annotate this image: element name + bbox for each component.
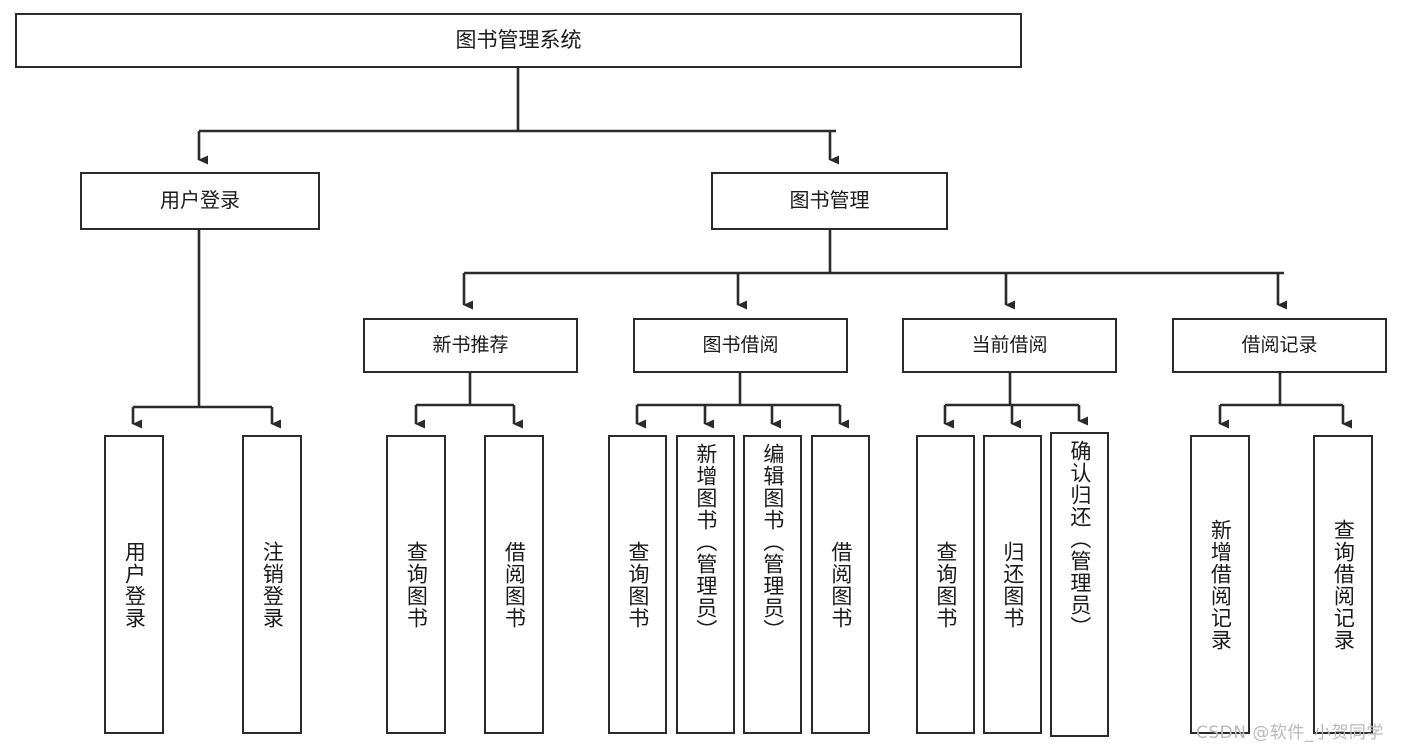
- leaf-borrow-book[interactable]: 借阅图书: [811, 435, 870, 734]
- node-new-book-recommend[interactable]: 新书推荐: [363, 318, 578, 373]
- leaf-add-book[interactable]: 新增图书（管理员）: [676, 435, 735, 734]
- leaf-query-book-recommend[interactable]: 查询图书: [386, 435, 446, 734]
- leaf-confirm-return-label: 确认归还（管理员）: [1067, 440, 1092, 638]
- node-user-login-label: 用户登录: [160, 188, 240, 213]
- leaf-user-login[interactable]: 用户登录: [104, 435, 164, 734]
- leaf-query-book-borrow-label: 查询图书: [625, 540, 650, 629]
- leaf-user-login-label: 用户登录: [122, 540, 147, 629]
- node-book-manage[interactable]: 图书管理: [711, 172, 948, 230]
- node-new-book-recommend-label: 新书推荐: [432, 334, 509, 357]
- node-book-borrow[interactable]: 图书借阅: [633, 318, 848, 373]
- node-current-borrow-label: 当前借阅: [971, 334, 1048, 357]
- leaf-return-book[interactable]: 归还图书: [983, 435, 1042, 734]
- csdn-watermark: CSDN @软件_小贺同学: [1196, 718, 1384, 743]
- leaf-query-book-current-label: 查询图书: [933, 540, 958, 629]
- leaf-query-book-borrow[interactable]: 查询图书: [608, 435, 667, 734]
- node-book-manage-label: 图书管理: [789, 188, 870, 213]
- leaf-query-book-current[interactable]: 查询图书: [916, 435, 975, 734]
- leaf-borrow-book-label: 借阅图书: [828, 540, 853, 629]
- node-root-label: 图书管理系统: [455, 28, 582, 53]
- leaf-edit-book[interactable]: 编辑图书（管理员）: [743, 435, 802, 734]
- node-borrow-record[interactable]: 借阅记录: [1172, 318, 1387, 373]
- leaf-borrow-book-recommend[interactable]: 借阅图书: [484, 435, 544, 734]
- leaf-logout-label: 注销登录: [260, 540, 285, 629]
- leaf-add-record[interactable]: 新增借阅记录: [1190, 435, 1250, 734]
- leaf-logout[interactable]: 注销登录: [242, 435, 302, 734]
- csdn-watermark-text: CSDN @软件_小贺同学: [1196, 723, 1384, 743]
- leaf-add-book-label: 新增图书（管理员）: [693, 443, 718, 641]
- leaf-return-book-label: 归还图书: [1000, 540, 1025, 629]
- leaf-query-record-label: 查询借阅记录: [1331, 518, 1356, 651]
- leaf-add-record-label: 新增借阅记录: [1208, 518, 1233, 651]
- leaf-edit-book-label: 编辑图书（管理员）: [760, 443, 785, 641]
- leaf-confirm-return[interactable]: 确认归还（管理员）: [1050, 432, 1109, 737]
- node-borrow-record-label: 借阅记录: [1241, 334, 1318, 357]
- node-book-borrow-label: 图书借阅: [702, 334, 779, 357]
- node-current-borrow[interactable]: 当前借阅: [902, 318, 1117, 373]
- leaf-query-book-recommend-label: 查询图书: [404, 540, 429, 629]
- leaf-query-record[interactable]: 查询借阅记录: [1313, 435, 1373, 734]
- leaf-borrow-book-recommend-label: 借阅图书: [502, 540, 527, 629]
- node-root[interactable]: 图书管理系统: [15, 13, 1022, 68]
- node-user-login[interactable]: 用户登录: [80, 172, 320, 230]
